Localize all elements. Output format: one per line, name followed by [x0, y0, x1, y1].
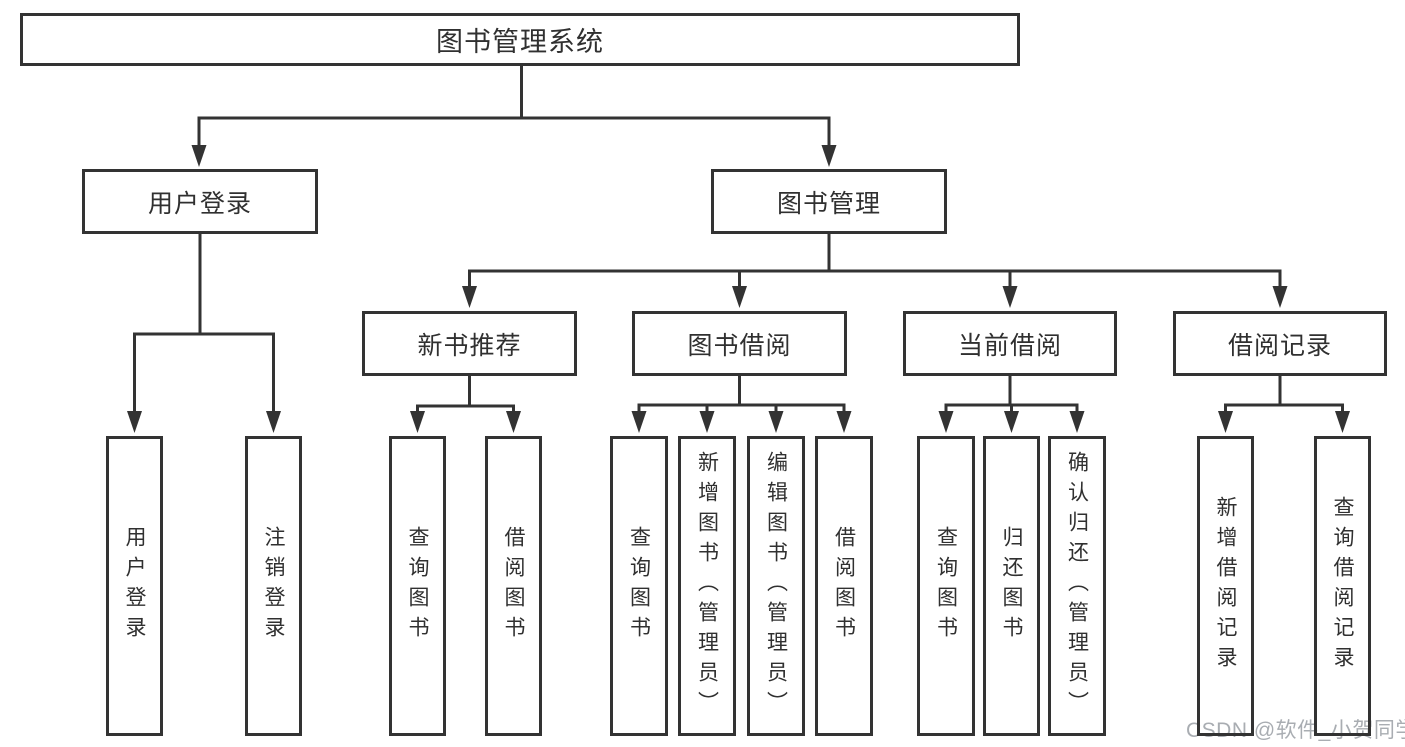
connector-book-management-to-level3	[462, 232, 1288, 308]
leaf-logout: 注销登录	[245, 436, 302, 736]
arrowhead-icon	[127, 411, 142, 433]
node-label: 图书借阅	[687, 331, 792, 360]
leaf-return-books: 归还图书	[983, 436, 1040, 736]
node-label: 借阅图书	[502, 526, 526, 646]
arrowhead-icon	[1069, 411, 1085, 433]
leaf-user-login: 用户登录	[106, 436, 163, 736]
node-label: 用户登录	[147, 189, 252, 218]
arrowhead-icon	[1002, 286, 1018, 308]
arrowhead-icon	[191, 145, 207, 167]
node-label: 用户登录	[123, 526, 147, 646]
node-label: 查询图书	[934, 526, 958, 646]
node-label: 新书推荐	[417, 331, 522, 360]
arrowhead-icon	[266, 411, 281, 433]
node-label: 查询图书	[627, 526, 651, 646]
leaf-query-books-2: 查询图书	[610, 436, 668, 736]
node-book-management: 图书管理	[711, 169, 947, 234]
arrowhead-icon	[1272, 286, 1288, 308]
node-label: 查询图书	[406, 526, 430, 646]
node-book-borrowing: 图书借阅	[632, 311, 847, 376]
node-new-book-recommend: 新书推荐	[362, 311, 577, 376]
node-borrowing-records: 借阅记录	[1173, 311, 1387, 376]
node-label: 借阅图书	[832, 526, 856, 646]
node-label: 图书管理系统	[436, 27, 604, 57]
node-label: 借阅记录	[1227, 331, 1332, 360]
node-label: 编辑图书（管理员）	[764, 451, 788, 721]
connector-new-book-recommend-to-leaves	[410, 374, 521, 433]
connector-current-borrowing-to-leaves	[938, 374, 1085, 433]
leaf-add-books-admin: 新增图书（管理员）	[678, 436, 736, 736]
node-label: 新增图书（管理员）	[695, 451, 719, 721]
connector-book-borrowing-to-leaves	[631, 374, 852, 433]
arrowhead-icon	[506, 411, 521, 433]
arrowhead-icon	[732, 286, 747, 308]
arrowhead-icon	[631, 411, 647, 433]
node-current-borrowing: 当前借阅	[903, 311, 1117, 376]
arrowhead-icon	[1004, 411, 1019, 433]
arrowhead-icon	[410, 411, 425, 433]
leaf-borrow-books-2: 借阅图书	[815, 436, 873, 736]
node-label: 注销登录	[262, 526, 286, 646]
node-label: 归还图书	[1000, 526, 1024, 646]
leaf-confirm-return-admin: 确认归还（管理员）	[1048, 436, 1106, 736]
arrowhead-icon	[768, 411, 784, 433]
connector-borrowing-records-to-leaves	[1218, 374, 1350, 433]
leaf-query-borrow-record: 查询借阅记录	[1314, 436, 1371, 736]
node-label: 图书管理	[776, 189, 881, 218]
node-label: 当前借阅	[957, 331, 1062, 360]
connector-user-login-to-leaves	[127, 232, 281, 433]
leaf-query-books-3: 查询图书	[917, 436, 975, 736]
leaf-borrow-books-1: 借阅图书	[485, 436, 542, 736]
node-label: 查询借阅记录	[1331, 496, 1355, 676]
arrowhead-icon	[1335, 411, 1350, 433]
node-user-login: 用户登录	[82, 169, 318, 234]
connector-root-to-level2	[191, 64, 837, 167]
arrowhead-icon	[462, 286, 477, 308]
leaf-query-books-1: 查询图书	[389, 436, 446, 736]
node-label: 确认归还（管理员）	[1065, 451, 1089, 721]
leaf-edit-books-admin: 编辑图书（管理员）	[747, 436, 805, 736]
arrowhead-icon	[821, 145, 837, 167]
node-root-library-system: 图书管理系统	[20, 13, 1020, 66]
leaf-add-borrow-record: 新增借阅记录	[1197, 436, 1254, 736]
arrowhead-icon	[938, 411, 954, 433]
arrowhead-icon	[836, 411, 852, 433]
arrowhead-icon	[699, 411, 715, 433]
node-label: 新增借阅记录	[1214, 496, 1238, 676]
csdn-watermark: CSDN @软件_小贺同学	[1186, 719, 1405, 742]
arrowhead-icon	[1218, 411, 1233, 433]
